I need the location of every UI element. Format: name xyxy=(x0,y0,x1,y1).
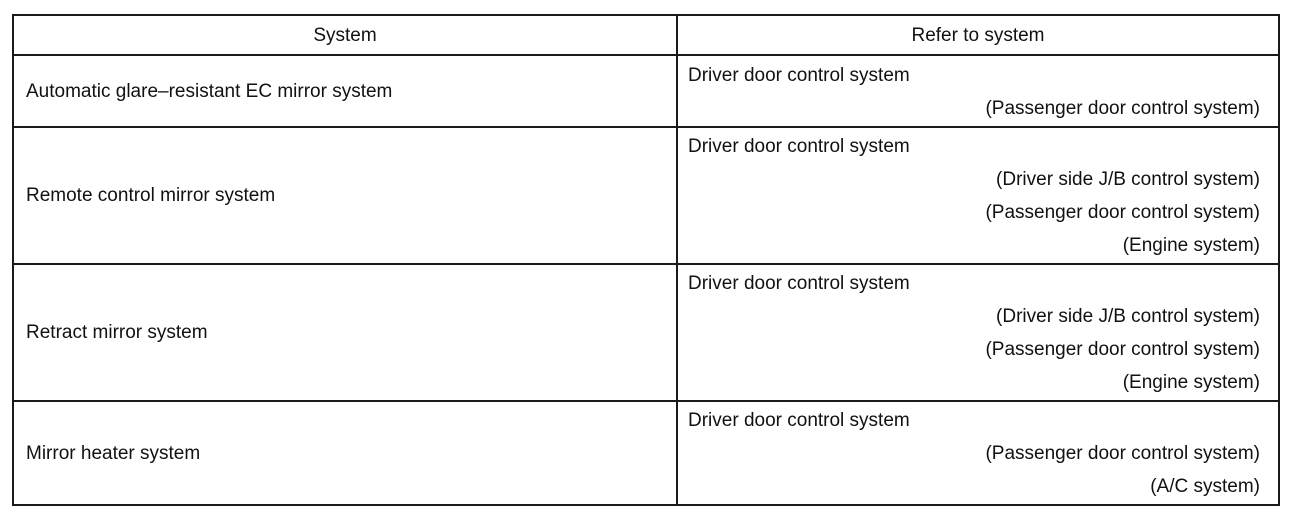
refer-secondary-system: (Engine system) xyxy=(1122,235,1260,256)
refer-secondary-system: (Driver side J/B control system) xyxy=(996,306,1260,327)
refer-to-system-cell: Driver door control system (Driver side … xyxy=(676,126,1280,265)
refer-to-system-cell: Driver door control system (Passenger do… xyxy=(676,54,1280,128)
refer-secondary-system: (Passenger door control system) xyxy=(985,202,1260,223)
table-row: Remote control mirror system Driver door… xyxy=(12,126,1280,265)
system-name-cell: Mirror heater system xyxy=(12,400,678,506)
table-header-row: System Refer to system xyxy=(12,14,1280,56)
system-name-cell: Automatic glare–resistant EC mirror syst… xyxy=(12,54,678,128)
column-header-system: System xyxy=(12,14,678,56)
refer-primary-system: Driver door control system xyxy=(688,136,910,157)
refer-primary-system: Driver door control system xyxy=(688,64,910,86)
refer-to-system-cell: Driver door control system (Passenger do… xyxy=(676,400,1280,506)
system-name-cell: Retract mirror system xyxy=(12,263,678,402)
refer-primary-system: Driver door control system xyxy=(688,410,910,431)
refer-secondary-system: (Passenger door control system) xyxy=(985,339,1260,360)
refer-to-system-cell: Driver door control system (Driver side … xyxy=(676,263,1280,402)
refer-secondary-system: (Driver side J/B control system) xyxy=(996,169,1260,190)
refer-secondary-system: (Engine system) xyxy=(1122,372,1260,393)
refer-primary-system: Driver door control system xyxy=(688,273,910,294)
refer-secondary-system: (Passenger door control system) xyxy=(985,443,1260,464)
refer-secondary-system: (A/C system) xyxy=(1150,476,1260,497)
table-row: Retract mirror system Driver door contro… xyxy=(12,263,1280,402)
refer-secondary-system: (Passenger door control system) xyxy=(985,97,1260,119)
column-header-refer-to-system: Refer to system xyxy=(676,14,1280,56)
table-row: Automatic glare–resistant EC mirror syst… xyxy=(12,54,1280,128)
system-name-cell: Remote control mirror system xyxy=(12,126,678,265)
mirror-system-reference-table: System Refer to system Automatic glare–r… xyxy=(12,14,1280,506)
table-row: Mirror heater system Driver door control… xyxy=(12,400,1280,506)
